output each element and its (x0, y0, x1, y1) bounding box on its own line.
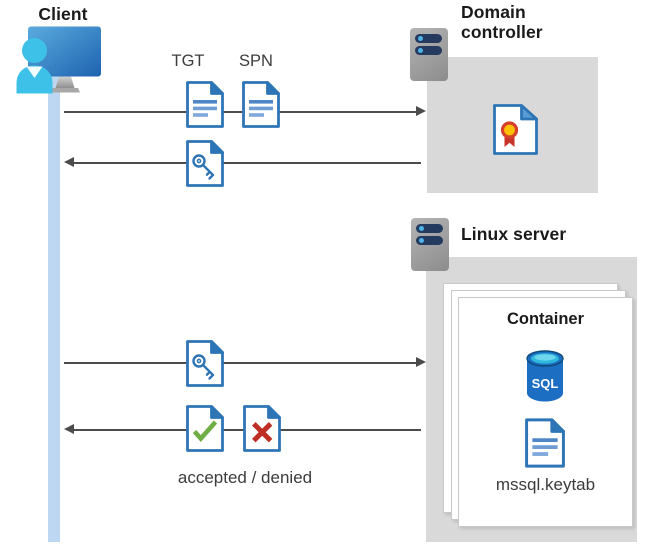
linux-server-icon (411, 218, 449, 271)
server-led-bar-icon (415, 46, 442, 55)
tgt-label: TGT (171, 52, 205, 70)
client-monitor-user-icon (16, 26, 101, 94)
sql-database-icon: SQL (526, 350, 564, 402)
arrow-right-icon (416, 106, 426, 116)
client-label: Client (38, 4, 88, 24)
domain-controller-title: Domain controller (461, 2, 543, 42)
arrow-right-icon (416, 357, 426, 367)
arrow-left-icon (64, 424, 74, 434)
certificate-icon (493, 104, 538, 155)
linux-server-title: Linux server (461, 224, 567, 244)
server-led-bar-icon (416, 236, 443, 245)
keytab-label: mssql.keytab (495, 475, 596, 494)
server-led-bar-icon (415, 34, 442, 43)
container-paper-front: Container SQL mssql.keytab (458, 297, 633, 527)
key-ticket-document-icon (186, 140, 224, 187)
spn-document-icon (242, 81, 280, 128)
tgt-document-icon (186, 81, 224, 128)
client-lifeline (48, 74, 60, 542)
container-title: Container (506, 310, 584, 328)
arrow-left-icon (64, 157, 74, 167)
server-led-bar-icon (416, 224, 443, 233)
denied-document-icon (243, 405, 281, 452)
domain-controller-server-icon (410, 28, 448, 81)
accepted-document-icon (186, 405, 224, 452)
request-arrow-ticket-to-server (64, 362, 416, 364)
accepted-denied-label: accepted / denied (177, 468, 313, 487)
key-ticket-document-icon (186, 340, 224, 387)
keytab-file-icon (525, 418, 565, 468)
spn-label: SPN (239, 52, 273, 70)
sql-icon-label: SQL (532, 376, 559, 391)
response-arrow-service-ticket (74, 162, 421, 164)
request-arrow-tgt-spn (64, 111, 416, 113)
